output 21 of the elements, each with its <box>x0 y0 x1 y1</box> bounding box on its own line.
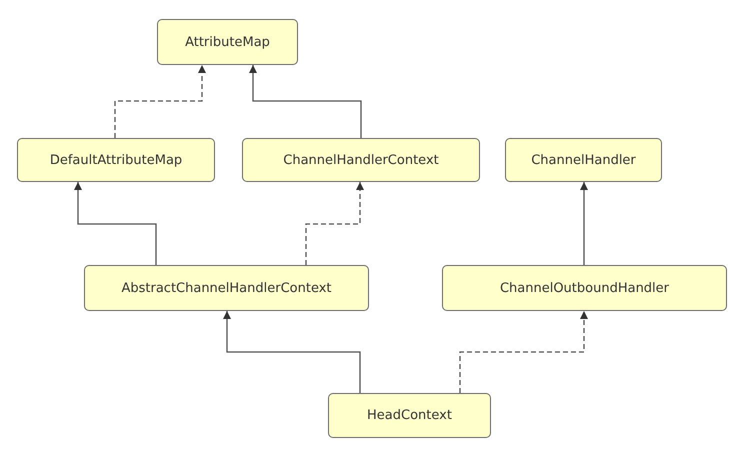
class-name: ChannelHandlerContext <box>283 152 439 168</box>
class-box <box>328 393 491 438</box>
inheritance-arrow <box>580 182 588 265</box>
class-box <box>442 265 727 311</box>
class-box <box>84 265 369 311</box>
class-name: HeadContext <box>367 408 452 423</box>
inheritance-arrow <box>249 65 362 138</box>
class-name: DefaultAttributeMap <box>50 152 182 168</box>
inheritance-arrow <box>305 182 364 265</box>
class-name: AttributeMap <box>185 34 270 50</box>
class-box <box>242 138 480 182</box>
inheritance-arrow <box>74 182 157 265</box>
inheritance-arrow <box>223 311 361 393</box>
inheritance-arrow <box>459 311 588 393</box>
class-box <box>17 138 215 182</box>
class-name: ChannelOutboundHandler <box>500 280 670 296</box>
class-box <box>505 138 662 182</box>
class-name: ChannelHandler <box>531 152 636 168</box>
class-box <box>157 19 298 65</box>
class-name: AbstractChannelHandlerContext <box>121 280 332 296</box>
inheritance-arrow <box>114 65 206 138</box>
